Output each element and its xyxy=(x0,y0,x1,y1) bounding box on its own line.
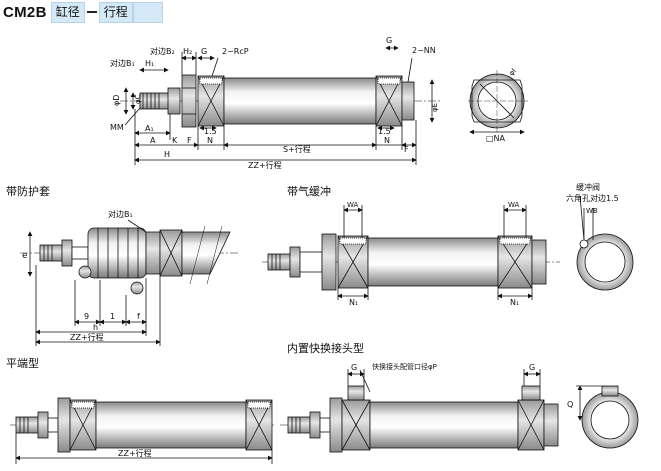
label-na: □NA xyxy=(486,134,506,143)
label-boot-across-flats: 对边B₁ xyxy=(108,209,133,219)
label-quick-q: Q xyxy=(567,400,573,409)
label-n1-right: N₁ xyxy=(510,298,519,307)
label-s-stroke: S+行程 xyxy=(283,144,311,154)
header: CM2B 缸径 行程 xyxy=(0,0,163,24)
quick-fitting-cylinder-drawing xyxy=(280,369,639,453)
boot-labels: 对边B₁ e 9 1 f h ZZ+行程 xyxy=(22,209,140,342)
boot-cylinder-drawing xyxy=(20,219,240,346)
cushion-cylinder-drawing xyxy=(262,195,634,300)
cushion-labels: WA WA N₁ N₁ 缓冲阀 六角孔对边1.5 WB xyxy=(347,182,619,307)
label-quick-g-right: G xyxy=(529,363,535,372)
section-title-flat: 平端型 xyxy=(6,357,39,370)
label-zz-stroke: ZZ+行程 xyxy=(248,160,282,170)
label-wa-left: WA xyxy=(347,201,359,209)
main-cylinder-drawing xyxy=(120,45,528,165)
label-n: N xyxy=(207,136,213,145)
label-h1: H₁ xyxy=(145,59,154,68)
label-k: K xyxy=(172,136,178,145)
label-boot-f: f xyxy=(137,312,140,321)
label-across-flats-b1: 对边B₁ xyxy=(110,58,135,68)
label-quick-pipe: 快换接头配管口径φP xyxy=(372,362,437,371)
label-h: H xyxy=(164,150,170,159)
bore-box: 缸径 xyxy=(50,1,85,23)
label-cushion-valve: 缓冲阀 xyxy=(576,182,600,192)
main-labels: 对边B₁ H₁ 对边B₂ H₂ G 2−RcP G 2−NN φD φC MM … xyxy=(110,36,518,170)
label-g: G xyxy=(201,47,207,56)
label-boot-e: e xyxy=(22,251,28,261)
label-phi-e: φE xyxy=(431,103,439,112)
label-quick-g-left: G xyxy=(351,363,357,372)
label-phi-i: φI xyxy=(507,67,517,77)
label-n1-left: N₁ xyxy=(349,298,358,307)
label-dia-d: φD xyxy=(112,95,121,106)
section-title-quick: 内置快换接头型 xyxy=(287,342,364,355)
label-port-nn: 2−NN xyxy=(412,46,436,55)
label-f-right: F xyxy=(404,145,409,154)
label-hex-socket: 六角孔对边1.5 xyxy=(566,193,619,203)
label-1-5-right: 1.5 xyxy=(378,127,391,136)
label-1-5: 1.5 xyxy=(204,127,217,136)
label-wb: WB xyxy=(586,207,598,215)
label-g-right: G xyxy=(386,36,392,45)
stroke-box: 行程 xyxy=(98,1,133,23)
empty-box xyxy=(132,1,163,23)
label-flat-zz: ZZ+行程 xyxy=(118,448,152,458)
label-boot-h: h xyxy=(93,323,98,332)
label-f: F xyxy=(187,136,192,145)
label-h2: H₂ xyxy=(183,47,192,56)
section-title-boot: 带防护套 xyxy=(6,185,50,198)
section-title-cushion: 带气缓冲 xyxy=(287,185,331,198)
label-across-flats-b2: 对边B₂ xyxy=(150,46,175,56)
flat-end-cylinder-drawing xyxy=(10,397,275,464)
label-n-right: N xyxy=(384,136,390,145)
model-code: CM2B xyxy=(3,3,47,21)
flat-labels: ZZ+行程 xyxy=(118,448,152,458)
header-dash xyxy=(86,11,97,13)
label-a: A xyxy=(150,136,156,145)
quick-labels: G G 快换接头配管口径φP Q xyxy=(351,362,573,409)
label-port-rc: 2−RcP xyxy=(222,47,249,56)
label-a1: A₁ xyxy=(145,124,154,133)
label-dia-c: φC xyxy=(134,94,142,104)
label-mm: MM xyxy=(110,123,124,132)
label-boot-zz: ZZ+行程 xyxy=(70,332,104,342)
label-wa-right: WA xyxy=(508,201,520,209)
label-boot-9: 9 xyxy=(84,312,89,321)
label-boot-1: 1 xyxy=(110,312,115,321)
